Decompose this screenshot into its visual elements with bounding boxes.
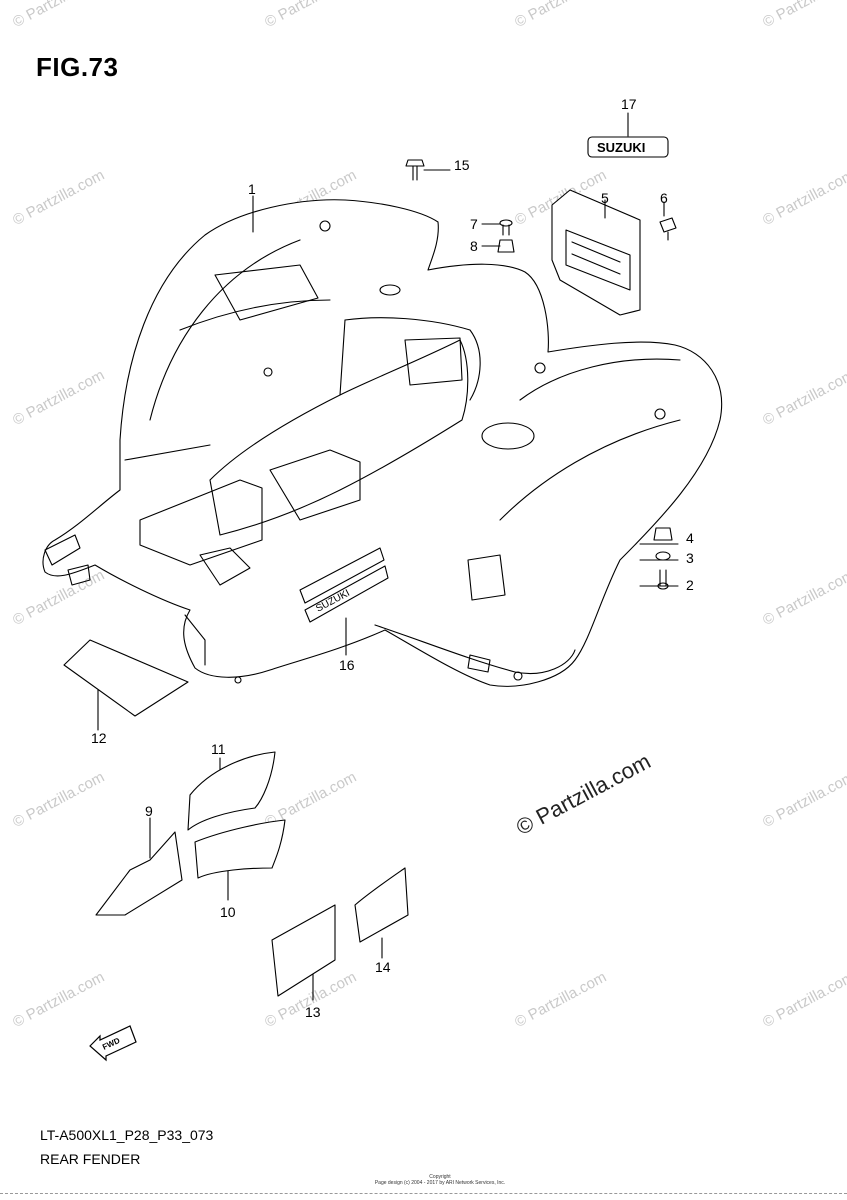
fwd-arrow-icon: FWD	[89, 1025, 137, 1062]
collar-3[interactable]	[655, 551, 671, 561]
suzuki-emblem[interactable]: SUZUKI	[587, 136, 669, 158]
emblem-text: SUZUKI	[597, 140, 645, 155]
copyright-line1: Copyright	[429, 1174, 451, 1180]
part-label-7[interactable]: 7	[470, 216, 478, 232]
part-label-16[interactable]: 16	[339, 657, 355, 673]
part-label-2[interactable]: 2	[686, 577, 694, 593]
part-label-12[interactable]: 12	[91, 730, 107, 746]
part-label-11[interactable]: 11	[211, 741, 226, 757]
decal-9[interactable]	[95, 831, 183, 916]
part-label-13[interactable]: 13	[305, 1004, 321, 1020]
part-label-9[interactable]: 9	[145, 803, 153, 819]
decal-11[interactable]	[187, 751, 276, 831]
part-label-15[interactable]: 15	[454, 157, 470, 173]
decal-13[interactable]	[271, 904, 336, 997]
part-label-6[interactable]: 6	[660, 190, 668, 206]
screw-7[interactable]	[499, 219, 513, 236]
part-label-1[interactable]: 1	[248, 181, 256, 197]
page-divider	[0, 1193, 847, 1194]
part-label-14[interactable]: 14	[375, 959, 391, 975]
part-label-5[interactable]: 5	[601, 190, 609, 206]
figure-name: REAR FENDER	[40, 1151, 141, 1167]
figure-title: FIG.73	[36, 52, 119, 82]
copyright-line2: Page design (c) 2004 - 2017 by ARI Netwo…	[374, 1180, 506, 1186]
rear-fender-body[interactable]	[42, 199, 722, 687]
decal-10[interactable]	[194, 819, 286, 879]
cushion-4[interactable]	[653, 527, 673, 541]
copyright-notice: Copyright Page design (c) 2004 - 2017 by…	[360, 1174, 520, 1186]
part-label-4[interactable]: 4	[686, 530, 694, 546]
part-label-17[interactable]: 17	[621, 96, 637, 112]
clip-15[interactable]	[405, 159, 425, 181]
nut-8[interactable]	[497, 239, 515, 253]
figure-code: LT-A500XL1_P28_P33_073	[40, 1127, 214, 1143]
screw-6[interactable]	[659, 217, 677, 241]
decal-12[interactable]	[63, 639, 189, 717]
part-label-8[interactable]: 8	[470, 238, 478, 254]
part-label-10[interactable]: 10	[220, 904, 236, 920]
rear-bracket[interactable]	[551, 189, 641, 316]
decal-14[interactable]	[354, 867, 409, 943]
part-label-3[interactable]: 3	[686, 550, 694, 566]
